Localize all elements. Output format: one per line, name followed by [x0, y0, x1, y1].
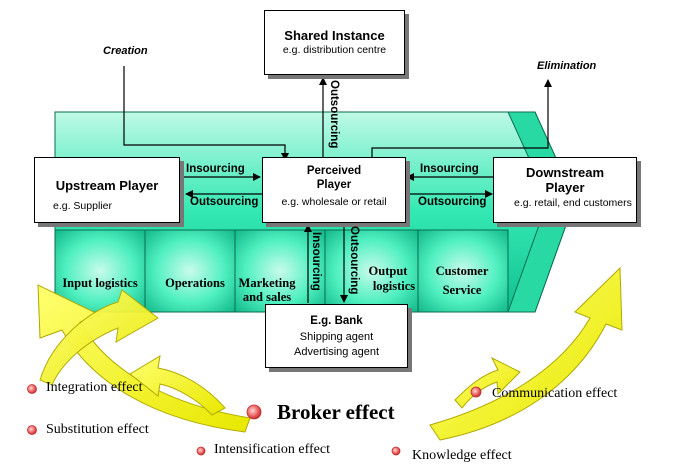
shared-instance-title: Shared Instance	[284, 28, 385, 43]
activity-marketing-line2: and sales	[242, 290, 292, 304]
swirl-arrows	[37, 266, 623, 441]
bullet-integration	[27, 384, 37, 394]
activity-input-logistics: Input logistics	[62, 276, 138, 290]
perceived-player-subtitle: e.g. wholesale or retail	[281, 196, 387, 208]
effect-integration: Integration effect	[46, 380, 143, 395]
perceived-player-title-line1: Perceived	[306, 165, 362, 177]
effect-substitution: Substitution effect	[46, 422, 149, 437]
activity-output-line2: logistics	[372, 279, 416, 293]
perceived-player-box: Perceived Player e.g. wholesale or retai…	[262, 157, 406, 223]
activity-output-line1: Output	[368, 264, 408, 278]
bank-box: E.g. Bank Shipping agent Advertising age…	[265, 304, 408, 368]
activity-operations: Operations	[165, 276, 225, 290]
bank-title: E.g. Bank	[310, 315, 363, 327]
flow-outsourcing-right: Outsourcing	[418, 196, 487, 208]
bank-line1: Shipping agent	[299, 331, 374, 343]
elimination-label: Elimination	[537, 60, 597, 72]
activity-marketing-line1: Marketing	[238, 276, 296, 290]
bullet-substitution	[27, 425, 37, 435]
effect-bullets	[27, 384, 482, 456]
downstream-player-subtitle: e.g. retail, end customers	[514, 197, 632, 209]
downstream-player-title-line1: Downstream	[525, 165, 605, 180]
effect-intensification: Intensification effect	[214, 442, 330, 457]
upstream-player-box: Upstream Player e.g. Supplier	[34, 157, 180, 223]
upstream-player-title: Upstream Player	[55, 178, 159, 193]
flow-insourcing-right: Insourcing	[420, 163, 479, 175]
effect-knowledge: Knowledge effect	[412, 448, 512, 463]
effect-broker: Broker effect	[277, 400, 395, 424]
connector-lines	[123, 66, 552, 303]
bullet-communication	[470, 386, 482, 398]
flow-insourcing-down: Insourcing	[310, 232, 322, 291]
bank-line2: Advertising agent	[294, 346, 379, 358]
flow-outsourcing-up: Outsourcing	[328, 80, 340, 149]
flow-outsourcing-down: Outsourcing	[348, 226, 360, 295]
upstream-player-subtitle: e.g. Supplier	[53, 200, 112, 212]
perceived-player-title-line2: Player	[316, 179, 352, 191]
shared-instance-box: Shared Instance e.g. distribution centre	[264, 10, 405, 75]
downstream-player-title-line2: Player	[545, 180, 585, 195]
bullet-broker	[246, 404, 262, 420]
shared-instance-subtitle: e.g. distribution centre	[282, 44, 387, 56]
flow-insourcing-left: Insourcing	[186, 163, 245, 175]
effect-communication: Communication effect	[492, 386, 618, 401]
activity-service-line2: Service	[442, 283, 482, 297]
creation-label: Creation	[103, 45, 148, 57]
flow-outsourcing-left: Outsourcing	[190, 196, 259, 208]
bullet-intensification	[196, 446, 206, 456]
bullet-knowledge	[391, 446, 401, 456]
downstream-player-box: Downstream Player e.g. retail, end custo…	[493, 157, 637, 223]
activity-service-line1: Customer	[435, 264, 489, 278]
